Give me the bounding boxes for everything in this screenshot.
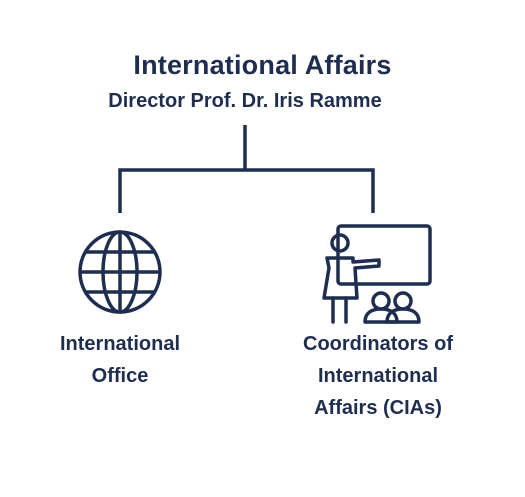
label-line: Affairs (CIAs)	[314, 397, 442, 419]
teacher-presentation-icon	[322, 224, 432, 324]
label-line: International	[317, 365, 438, 387]
chart-title: International Affairs	[133, 50, 392, 80]
cias-label: Coordinators of International Affairs (C…	[278, 328, 478, 424]
label-line: Office	[91, 365, 149, 387]
international-office-label: International Office	[25, 328, 215, 392]
director-subtitle: Director Prof. Dr. Iris Ramme	[108, 90, 382, 112]
globe-icon	[78, 230, 162, 314]
label-line: International	[59, 333, 180, 355]
label-line: Coordinators of	[303, 333, 453, 355]
